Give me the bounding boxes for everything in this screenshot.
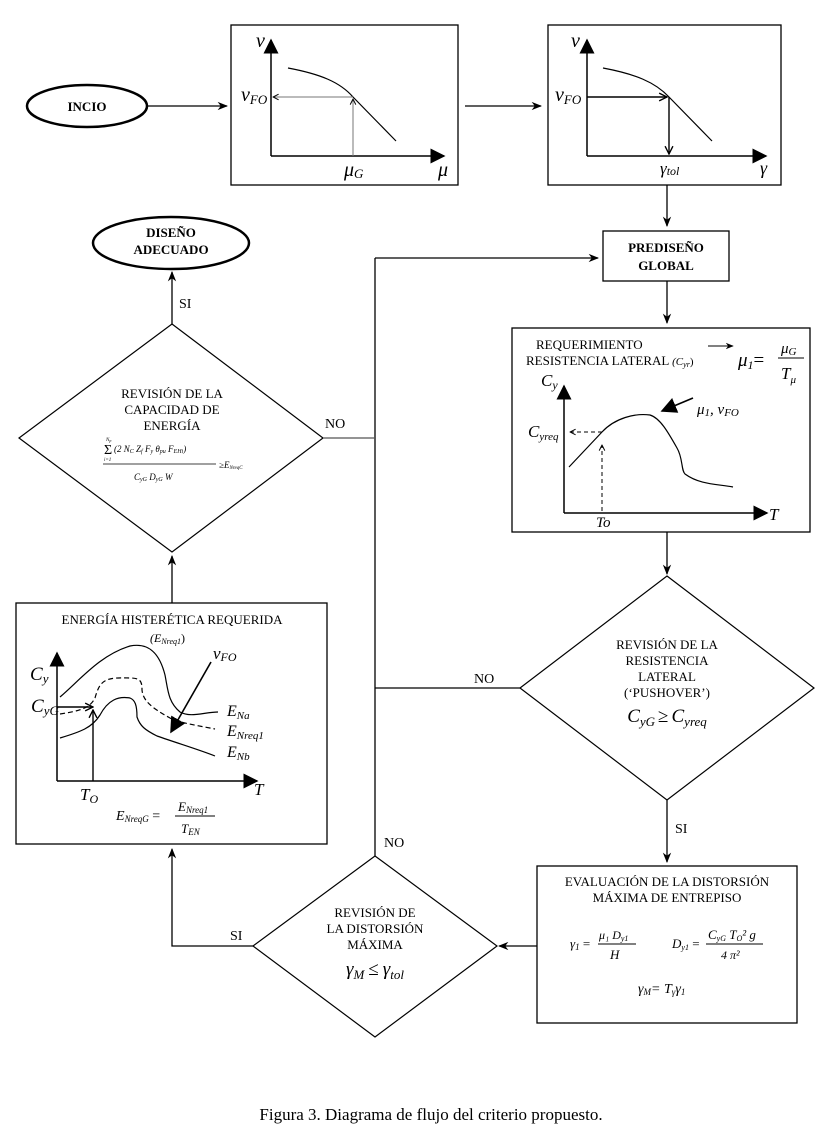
hysteretic-vfo-arrow: [170, 661, 212, 734]
lateral-check-line2: RESISTENCIA: [625, 653, 709, 668]
drift-eval-line1: EVALUACIÓN DE LA DISTORSIÓN: [565, 874, 770, 889]
edge-label-no-energy: NO: [325, 417, 345, 432]
drift-check-condition: γM≤γtol: [346, 959, 404, 982]
end-terminal: DISEÑO ADECUADO: [91, 215, 251, 271]
mu-chart-y-label: ν: [256, 30, 265, 52]
lateral-chart-x-label: T: [769, 505, 780, 524]
energy-numerator: (2 NC Zf Fy θpu FEHi): [114, 444, 186, 455]
lateral-check-condition: CyG≥Cyreq: [627, 706, 707, 729]
lateral-chart-x-mark: To: [596, 515, 611, 531]
gamma-chart-y-mark: νFO: [555, 84, 582, 107]
hysteretic-energy-box: ENERGÍA HISTERÉTICA REQUERIDA (ENreq1) C…: [15, 602, 328, 845]
lateral-check-line1: REVISIÓN DE LA: [616, 637, 718, 652]
energy-check-decision: REVISIÓN DE LA CAPACIDAD DE ENERGÍA Np Σ…: [17, 323, 324, 553]
hysteretic-formula-num: ENreq1: [177, 799, 208, 815]
lateral-chart-pointer-arrow: [660, 397, 694, 413]
hysteretic-curve-ena: [59, 644, 219, 716]
figure-caption: Figura 3. Diagrama de flujo del criterio…: [259, 1105, 602, 1124]
gamma-chart-curve: [602, 67, 713, 142]
edge-label-no-lateral: NO: [474, 672, 494, 687]
hysteretic-arrow-label: νFO: [213, 644, 237, 664]
predesign-box: PREDISEÑO GLOBAL: [602, 230, 730, 282]
mu-chart-y-mark: νFO: [241, 84, 268, 107]
chart-mu-box: ν νFO μG μ: [230, 24, 459, 186]
hysteretic-subtitle: (ENreq1): [150, 631, 185, 646]
lateral-check-decision: REVISIÓN DE LA RESISTENCIA LATERAL (‘PUS…: [519, 575, 815, 801]
hysteretic-curve-enreq1: [59, 677, 216, 730]
start-terminal: INCIO: [25, 83, 149, 129]
lateral-chart-y-mark: Cyreq: [528, 422, 559, 443]
hysteretic-formula-lhs: ENreqG =: [115, 809, 160, 824]
lateral-requirement-box: REQUERIMIENTO RESISTENCIA LATERAL (Cyr) …: [511, 327, 811, 533]
predesign-line1: PREDISEÑO: [628, 240, 704, 255]
hysteretic-y-label: Cy: [30, 664, 49, 686]
edge-label-si-drift: SI: [230, 929, 243, 944]
energy-sum-lower: i=1: [104, 458, 111, 463]
lateral-formula-num: μG: [780, 341, 797, 358]
start-label: INCIO: [67, 99, 106, 114]
energy-sum-upper: Np: [105, 438, 111, 443]
gamma-chart-y-label: ν: [571, 30, 580, 52]
predesign-line2: GLOBAL: [638, 258, 694, 273]
hysteretic-legend-enreq1: ENreq1: [226, 723, 264, 742]
drift-f1-num: μ₁ Dy1: [598, 928, 628, 943]
edge-label-no-drift: NO: [384, 836, 404, 851]
edge-label-si-end: SI: [179, 297, 192, 312]
hysteretic-legend-ena: ENa: [226, 703, 250, 722]
lateral-check-line4: (‘PUSHOVER’): [624, 685, 710, 700]
lateral-chart-y-label: Cy: [541, 371, 558, 392]
drift-eval-line2: MÁXIMA DE ENTREPISO: [593, 890, 742, 905]
hysteretic-x-mark: TO: [80, 785, 98, 806]
hysteretic-y-mark: CyG: [31, 696, 59, 718]
lateral-title-line1: REQUERIMIENTO: [536, 337, 643, 352]
hysteretic-curve-enb: [59, 696, 216, 757]
lateral-chart-curve: [568, 413, 734, 488]
drift-f2-den: 4 π²: [721, 948, 740, 962]
energy-sum-symbol: Σ: [104, 443, 112, 458]
drift-f3: γM= Tγγ1: [638, 982, 685, 997]
drift-check-line3: MÁXIMA: [347, 937, 403, 952]
drift-f2-num: CyG TO² g: [708, 927, 756, 943]
lateral-formula-lhs: μ1=: [737, 350, 764, 372]
energy-check-line2: CAPACIDAD DE: [124, 402, 219, 417]
drift-f2-lhs: Dy1 =: [671, 936, 700, 952]
drift-check-line1: REVISIÓN DE: [334, 905, 415, 920]
drift-f1-den: H: [609, 947, 620, 962]
mu-chart-x-mark: μG: [343, 159, 364, 181]
edge-label-si-lateral: SI: [675, 822, 688, 837]
lateral-formula-den: Tμ: [781, 364, 796, 386]
hysteretic-legend-enb: ENb: [226, 744, 250, 763]
mu-chart-x-label: μ: [437, 159, 448, 181]
hysteretic-formula-den: TEN: [181, 821, 201, 837]
energy-denominator: CyG DyG W: [134, 472, 174, 483]
edge-drift-si: [167, 847, 253, 947]
lateral-chart-curve-label: μ1, νFO: [696, 402, 739, 419]
drift-check-decision: REVISIÓN DE LA DISTORSIÓN MÁXIMA γM≤γtol: [251, 855, 499, 1038]
end-line2: ADECUADO: [133, 242, 208, 257]
energy-check-line1: REVISIÓN DE LA: [121, 386, 223, 401]
hysteretic-title: ENERGÍA HISTERÉTICA REQUERIDA: [62, 612, 284, 627]
energy-check-line3: ENERGÍA: [143, 418, 201, 433]
drift-f1-lhs: γ1 =: [570, 936, 590, 952]
lateral-title-line2: RESISTENCIA LATERAL (Cyr): [526, 353, 694, 369]
chart-gamma-box: ν νFO γtol γ: [547, 24, 782, 186]
drift-evaluation-box: EVALUACIÓN DE LA DISTORSIÓN MÁXIMA DE EN…: [536, 865, 798, 1024]
lateral-check-line3: LATERAL: [638, 669, 696, 684]
energy-rhs: ≥ENreqC: [219, 460, 243, 471]
hysteretic-x-label: T: [254, 780, 265, 799]
gamma-chart-x-label: γ: [760, 158, 768, 178]
gamma-chart-x-mark: γtol: [660, 159, 680, 178]
end-line1: DISEÑO: [146, 225, 196, 240]
drift-check-line2: LA DISTORSIÓN: [327, 921, 425, 936]
